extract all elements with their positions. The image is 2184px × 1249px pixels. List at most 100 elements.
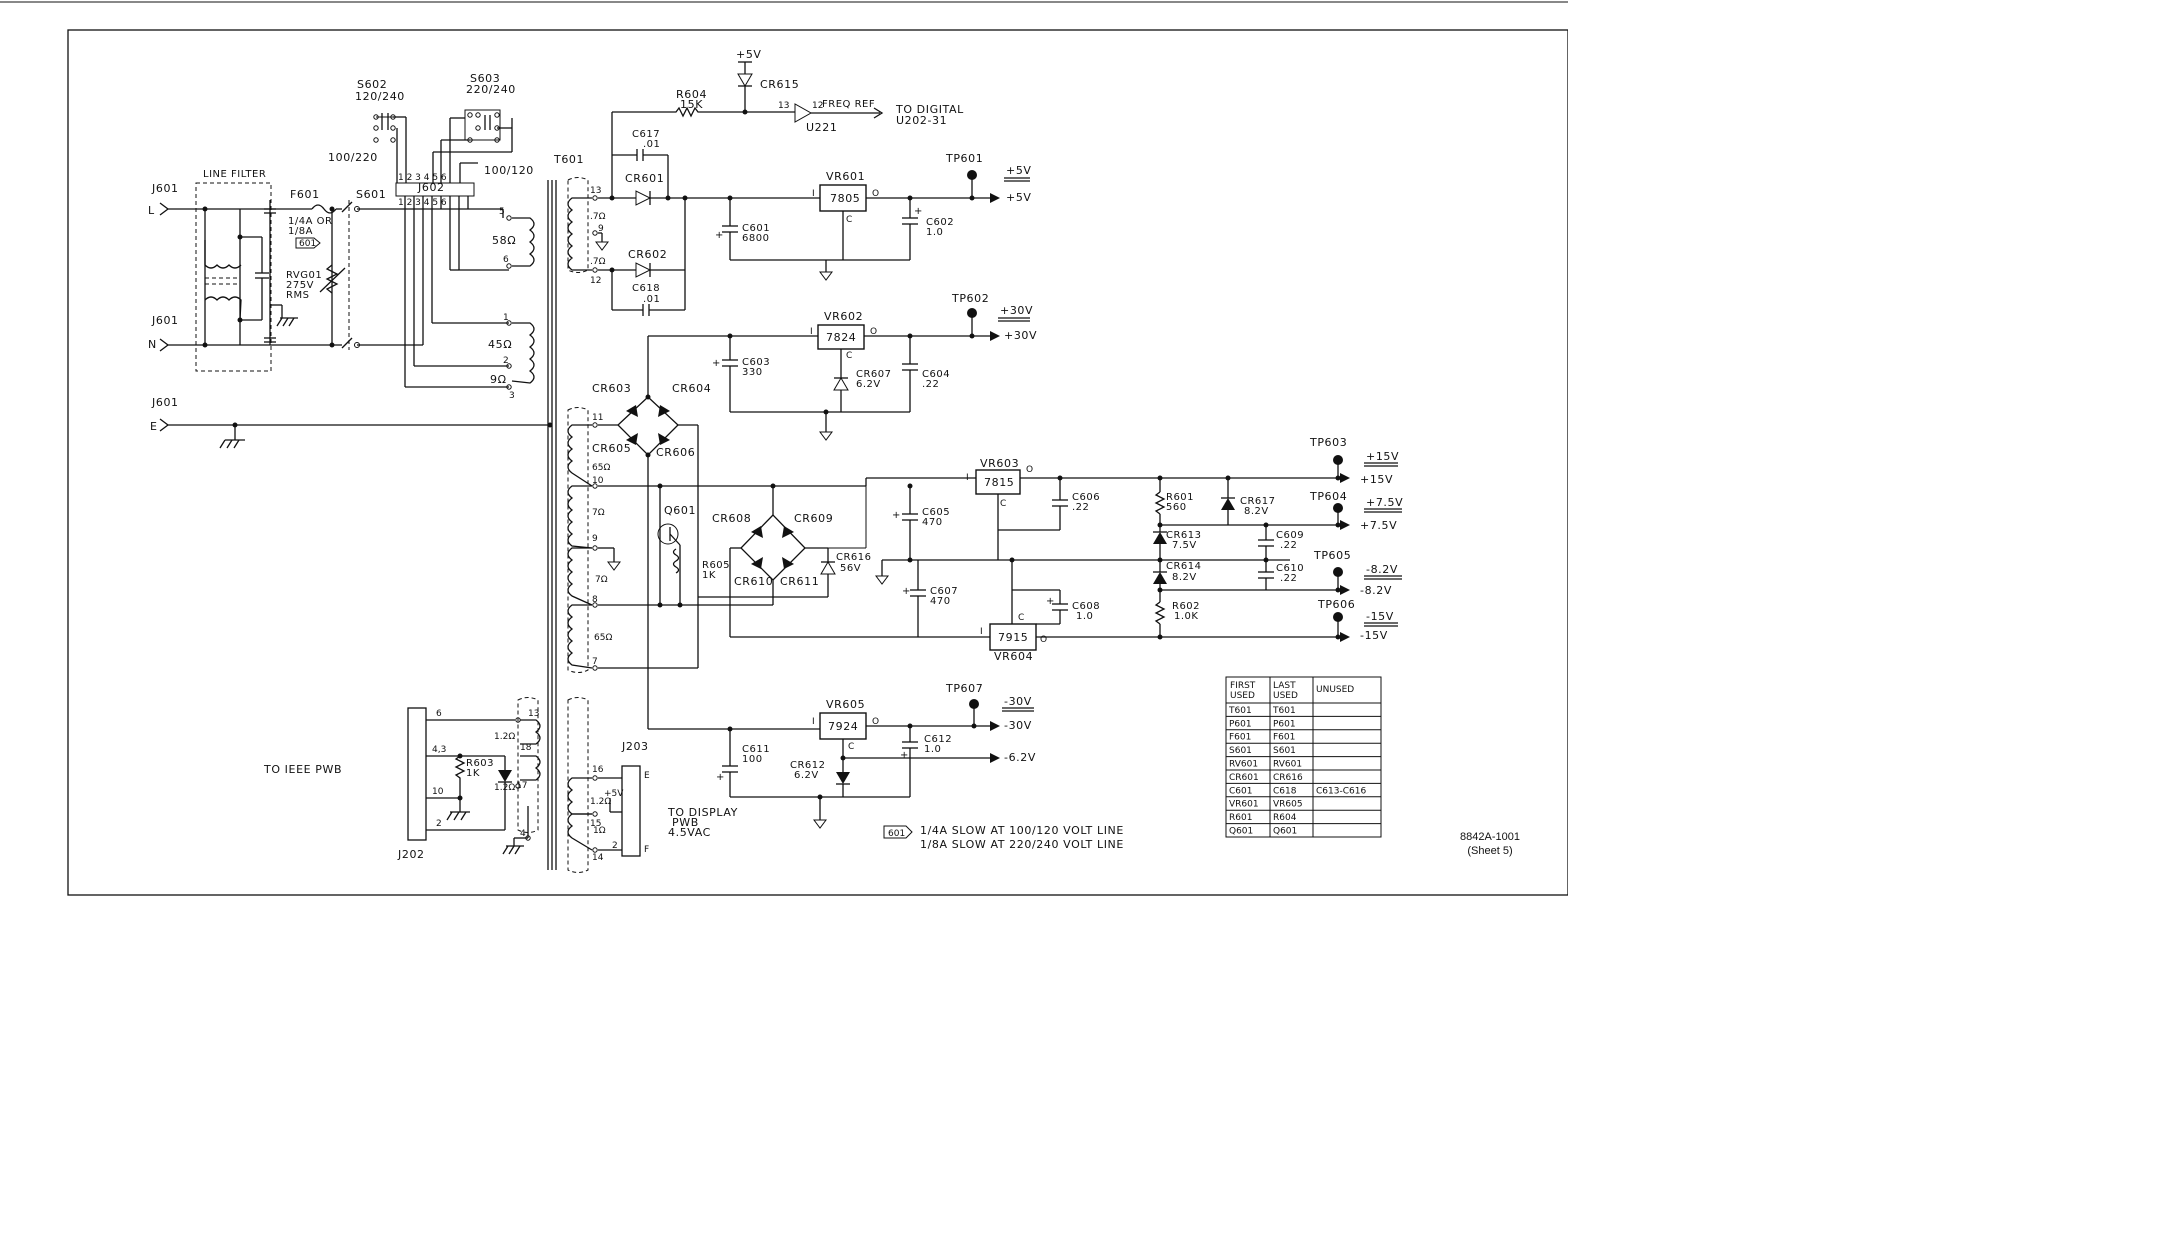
display-pin-14: 14 (592, 853, 604, 863)
svg-text:O: O (872, 189, 879, 199)
c610-label: C610 (1276, 563, 1304, 574)
j203-label: J203 (621, 740, 649, 753)
to-display-3: 4.5VAC (668, 826, 711, 839)
svg-text:C: C (848, 742, 854, 752)
ieee-diode (498, 770, 512, 782)
svg-text:9: 9 (598, 224, 604, 234)
vr602-label: VR602 (824, 310, 863, 323)
table-cell: F601 (1273, 733, 1295, 743)
tp607-label: TP607 (945, 682, 983, 695)
vr603-regulator (975, 469, 1021, 495)
c603-value: 330 (742, 367, 763, 378)
svg-text:5: 5 (499, 207, 505, 217)
winding-07b-label: .7Ω (590, 257, 606, 267)
vr604-label: VR604 (994, 650, 1033, 663)
cr605-label: CR605 (592, 442, 631, 455)
cr604-label: CR604 (672, 382, 711, 395)
cr617-value: 8.2V (1244, 506, 1269, 517)
secondary-main-winding: 11 65Ω 10 7Ω 9 7Ω 8 65Ω 7 (567, 413, 621, 671)
svg-text:C: C (1018, 613, 1024, 623)
table-cell: CR601 (1229, 773, 1259, 783)
varistor-rms: RMS (286, 290, 309, 301)
table-cell: T601 (1228, 706, 1252, 716)
svg-text:O: O (872, 717, 879, 727)
table-cell: T601 (1272, 706, 1296, 716)
note-flag (883, 825, 913, 839)
vr601-regulator (819, 184, 867, 212)
u221-out: 12 (812, 101, 823, 111)
cr608-label: CR608 (712, 512, 751, 525)
table-cell: C618 (1273, 786, 1297, 796)
transformer-t601: T601 5 6 58Ω 1 45Ω 2 9Ω 3 (405, 153, 621, 873)
c606-value: .22 (1072, 502, 1089, 513)
vr603-label: VR603 (980, 457, 1019, 470)
r601-resistor (1154, 491, 1166, 515)
c611-label: C611 (742, 744, 770, 755)
j602-connector (395, 182, 475, 197)
shield-mid (567, 407, 589, 673)
svg-text:1: 1 (503, 313, 509, 323)
table-cell: RV601 (1273, 760, 1302, 770)
c617-cap (612, 149, 668, 161)
r602-value: 1.0K (1174, 611, 1198, 622)
tp606-label: TP606 (1317, 598, 1355, 611)
display-pin-16: 16 (592, 765, 604, 775)
cr616-label: CR616 (836, 552, 872, 563)
vr602-part: 7824 (826, 331, 856, 344)
cr613-label: CR613 (1166, 530, 1202, 541)
tp601-label: TP601 (945, 152, 983, 165)
svg-text:+: + (712, 358, 721, 369)
cr615-diode (737, 73, 753, 87)
svg-text:+: + (716, 772, 725, 783)
cr614-label: CR614 (1166, 561, 1202, 572)
vr601-label: VR601 (826, 170, 865, 183)
j202-label: J202 (397, 848, 425, 861)
winding-07a-label: .7Ω (590, 212, 606, 222)
cr616-value: 56V (840, 563, 861, 574)
table-cell: P601 (1273, 719, 1296, 729)
fuse-note-flag (295, 237, 321, 249)
out-p15v: +15V (1360, 473, 1393, 486)
tp607-value: -30V (1004, 695, 1032, 708)
ieee-ground-2 (502, 838, 524, 855)
freq-ref-label: FREQ REF (822, 99, 875, 110)
cr617-label: CR617 (1240, 496, 1276, 507)
vr603-part: 7815 (984, 476, 1014, 489)
cr601-label: CR601 (625, 172, 664, 185)
cr613-zener (1153, 532, 1167, 544)
primary-winding-45: 1 45Ω 2 9Ω 3 (405, 313, 535, 401)
svg-text:+: + (715, 230, 724, 241)
cr614-zener (1153, 572, 1167, 584)
svg-text:8: 8 (592, 595, 598, 605)
svg-text:+: + (900, 750, 909, 761)
svg-text:6: 6 (503, 255, 509, 265)
pin-l-connector (159, 202, 170, 216)
cr611-label: CR611 (780, 575, 819, 588)
svg-text:C: C (846, 351, 852, 361)
svg-text:+: + (892, 510, 901, 521)
freq-ref-section: +5V CR615 R604 15K 13 12 FREQ REF U221 T… (611, 48, 964, 198)
r604-resistor (612, 106, 795, 118)
drawing-id: 8842A-1001 (Sheet 5) (1440, 830, 1540, 858)
cr601-diode (635, 190, 652, 206)
winding-65a-label: 65Ω (592, 463, 610, 473)
display-section: J203 EF 16 +5V 1.2Ω 15 1Ω 14 2 TO DISPLA… (567, 740, 737, 863)
schematic-sheet: J601 L J601 N J601 E LINE FILTER (0, 1, 1569, 896)
cr609-label: CR609 (794, 512, 833, 525)
s603-label: S603 (470, 72, 500, 85)
cr614-value: 8.2V (1172, 572, 1197, 583)
display-pin-2: 2 (612, 841, 618, 851)
table-cell: R604 (1273, 813, 1297, 823)
table-cell: P601 (1229, 719, 1252, 729)
c603-label: C603 (742, 357, 770, 368)
svg-text:I: I (980, 627, 983, 637)
s602-switch (373, 113, 407, 183)
vr602-regulator (817, 324, 865, 350)
ieee-winding-b: 1.2Ω (494, 783, 515, 793)
varistor-ref: RVG01 (286, 270, 322, 281)
vr605-part: 7924 (828, 720, 858, 733)
r604-label: R604 (676, 88, 707, 101)
table-cell: C601 (1229, 786, 1252, 796)
